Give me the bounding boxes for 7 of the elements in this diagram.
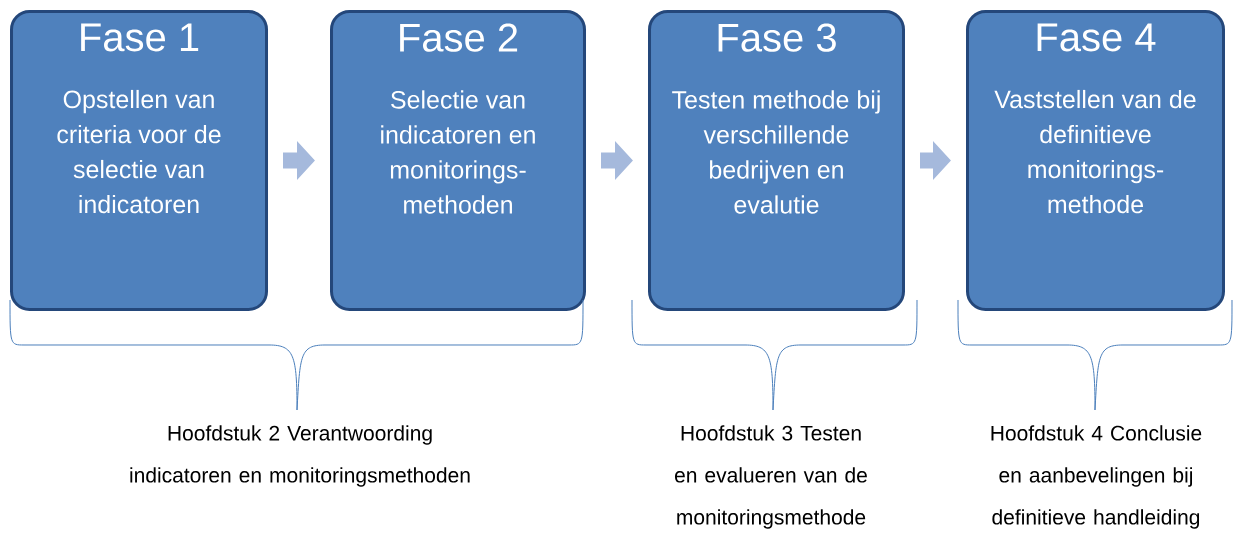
phase-box: Fase 3 Testen methode bij verschillende bedrijven en evalutie <box>648 10 905 311</box>
phase-box: Fase 4 Vaststellen van de definitieve monitorings-methode <box>966 10 1225 311</box>
phase-box: Fase 2 Selectie van indicatoren en monitorings-methoden <box>330 10 586 311</box>
chapter-note: Hoofdstuk 2 Verantwoording indicatoren en monitoringsmethoden <box>130 425 470 487</box>
phase-box: Fase 1 Opstellen van criteria voor de selectie van indicatoren <box>10 10 268 311</box>
chapter-note: Hoofdstuk 4 Conclusie en aanbevelingen bij definitieve handleiding <box>991 425 1202 529</box>
chapter-note: Hoofdstuk 3 Testen en evalueren van de monitoringsmethode <box>675 425 867 529</box>
